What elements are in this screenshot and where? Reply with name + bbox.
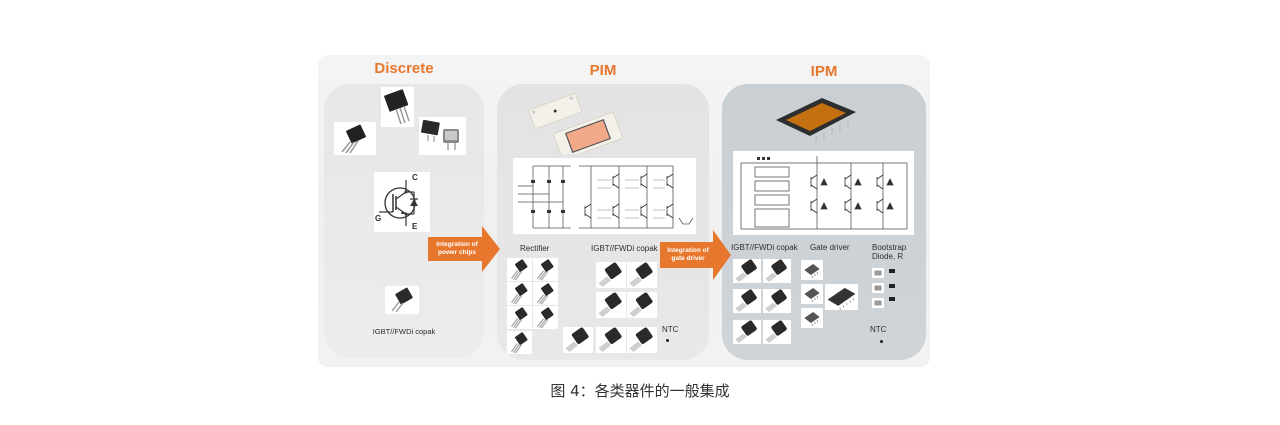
smd-component-icon: [874, 285, 882, 291]
gate-driver-label: Gate driver: [810, 243, 850, 252]
transistor-package-image: [563, 327, 593, 353]
smd-component-icon: [874, 270, 882, 276]
transistor-package-image: [627, 262, 657, 288]
transistor-package-icon: [384, 89, 410, 125]
figure-caption: 图 4：各类器件的一般集成: [550, 382, 730, 400]
ipm-ntc-label: NTC: [870, 325, 887, 334]
ic-package-icon: [827, 287, 856, 310]
ipm-title: IPM: [810, 63, 838, 80]
transistor-package-icon: [510, 283, 528, 305]
rectifier-label: Rectifier: [520, 244, 550, 253]
smd-diode-icon: [888, 268, 896, 274]
transistor-package-image: [507, 331, 532, 354]
smd-diode-icon: [888, 283, 896, 289]
smd-component-image: [872, 268, 884, 278]
transistor-package-image: [763, 289, 791, 313]
gate-label: G: [375, 214, 382, 223]
transistor-package-icon: [765, 259, 787, 283]
smd-component-image: [872, 298, 884, 308]
transistor-package-image: [507, 258, 532, 281]
soic-package-icon: [804, 264, 820, 279]
circuit-diagram-icon: [518, 165, 694, 229]
gate-driver-ic-image: [825, 284, 858, 310]
soic-package-icon: [804, 288, 820, 303]
pim-copak-label: IGBT//FWDi copak: [591, 244, 658, 253]
pim-ntc-label: NTC: [662, 325, 679, 334]
integration-gate-driver-arrow: Integration of gate driver: [660, 230, 732, 280]
transistor-package-image: [627, 327, 657, 353]
transistor-package-icon: [598, 292, 622, 317]
pim-module-image: [518, 92, 628, 154]
transistor-package-icon: [598, 327, 622, 352]
transistor-package-image: [733, 259, 761, 283]
transistor-package-image: [596, 327, 626, 353]
transistor-package-image: [533, 306, 558, 329]
power-module-icon: [528, 93, 623, 154]
transistor-package-image: [596, 292, 626, 318]
smd-package-image: [419, 117, 466, 155]
transistor-package-icon: [510, 332, 528, 354]
arrow-label-line2: gate driver: [671, 255, 705, 262]
transistor-package-icon: [629, 292, 653, 317]
collector-label: C: [412, 173, 418, 182]
transistor-package-icon: [510, 307, 528, 329]
soic-package-icon: [804, 312, 820, 327]
arrow-label-line1: Integration of: [667, 247, 709, 254]
transistor-package-icon: [536, 307, 554, 329]
emitter-label: E: [412, 222, 418, 231]
transistor-package-icon: [536, 283, 554, 305]
soic-package-image: [801, 308, 823, 328]
transistor-package-icon: [735, 320, 757, 344]
transistor-package-icon: [391, 287, 413, 313]
transistor-package-icon: [765, 289, 787, 313]
transistor-package-image: [596, 262, 626, 288]
transistor-package-icon: [629, 327, 653, 352]
arrow-label-line1: Integration of: [436, 241, 478, 248]
smd-component-icon: [874, 300, 882, 306]
ntc-dot-icon: [666, 339, 669, 342]
ntc-dot-icon: [880, 340, 883, 343]
transistor-package-icon: [735, 259, 757, 283]
transistor-package-icon: [510, 259, 528, 281]
transistor-package-image: [627, 292, 657, 318]
igbt-diode-symbol-icon: [379, 180, 418, 226]
ipm-circuit-schematic: [733, 151, 914, 235]
transistor-package-image: [533, 282, 558, 305]
discrete-title: Discrete: [374, 60, 434, 77]
to247-package-image: [334, 122, 376, 155]
integration-power-chips-arrow: Integration of power chips: [428, 226, 500, 272]
transistor-package-image: [733, 289, 761, 313]
copak-package-image: [385, 286, 419, 314]
transistor-package-image: [533, 258, 558, 281]
transistor-package-image: [763, 320, 791, 344]
ipm-module-image: [772, 94, 862, 144]
pim-title: PIM: [589, 62, 617, 79]
transistor-package-icon: [629, 262, 653, 287]
smd-diode-icon: [888, 296, 896, 302]
igbt-symbol: C G E: [374, 172, 430, 232]
transistor-package-icon: [765, 320, 787, 344]
ipm-package-icon: [776, 98, 856, 142]
discrete-copak-label: IGBT//FWDi copak: [372, 327, 436, 336]
transistor-package-icon: [536, 259, 554, 281]
soic-package-image: [801, 284, 823, 304]
circuit-diagram-icon: [740, 156, 908, 230]
transistor-package-image: [763, 259, 791, 283]
transistor-package-image: [507, 282, 532, 305]
smd-component-image: [872, 283, 884, 293]
pim-circuit-schematic: [513, 158, 696, 234]
transistor-package-image: [733, 320, 761, 344]
bootstrap-diode-label: Bootstrap Diode, R: [872, 243, 907, 261]
transistor-package-icon: [341, 124, 366, 154]
transistor-package-icon: [735, 289, 757, 313]
ipm-copak-label: IGBT//FWDi copak: [731, 243, 798, 252]
transistor-package-icon: [598, 262, 622, 287]
transistor-package-image: [507, 306, 532, 329]
soic-package-image: [801, 260, 823, 280]
transistor-package-icon: [565, 327, 589, 352]
to247-package-image: [381, 87, 414, 127]
arrow-label-line2: power chips: [438, 249, 476, 256]
transistor-package-icon: [421, 119, 459, 150]
